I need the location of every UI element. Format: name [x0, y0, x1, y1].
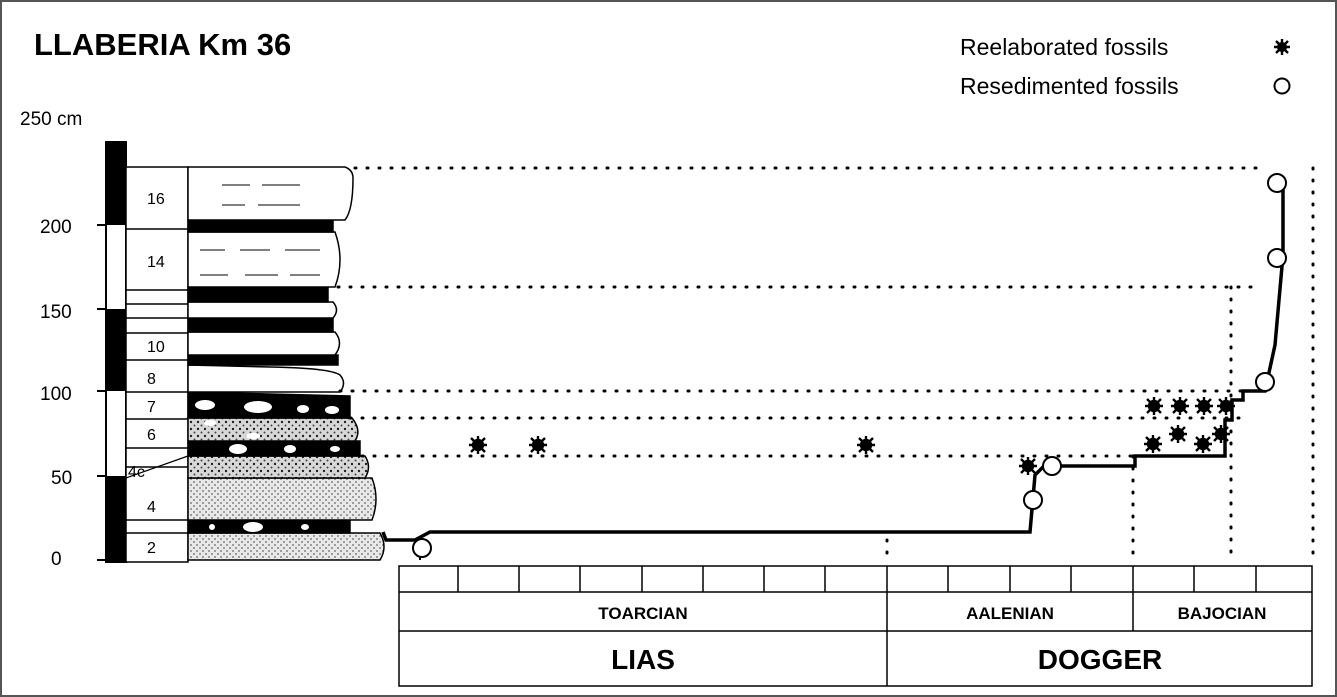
bed-label-2: 2 — [147, 540, 156, 557]
bed-label-7: 7 — [147, 399, 156, 416]
depth-axis: 250 cm 200 150 100 50 0 — [20, 109, 106, 570]
bed-label-4c: 4c — [128, 464, 145, 481]
axis-tick-0: 0 — [51, 549, 62, 570]
chrono-table — [398, 565, 1313, 687]
bed-number-column: 16 14 10 8 7 6 4c 4 2 — [125, 166, 189, 563]
epoch-lias: LIAS — [611, 644, 675, 675]
epoch-dogger: DOGGER — [1038, 644, 1162, 675]
reelaborated-markers — [469, 397, 1235, 475]
axis-tick-100: 100 — [40, 384, 72, 405]
axis-tick-50: 50 — [51, 468, 72, 489]
correlation-lines — [336, 166, 1315, 562]
axis-tick-150: 150 — [40, 302, 72, 323]
bed-label-16: 16 — [147, 191, 165, 208]
stage-toarcian: TOARCIAN — [598, 604, 687, 623]
diagram-title: LLABERIA Km 36 — [34, 27, 291, 62]
bed-label-8: 8 — [147, 371, 156, 388]
lithology-column — [187, 166, 385, 561]
axis-tick-200: 200 — [40, 217, 72, 238]
axis-unit-label: 250 cm — [20, 109, 82, 130]
resedimented-symbol-icon — [1273, 77, 1291, 95]
stage-aalenian: AALENIAN — [966, 604, 1054, 623]
bed-label-10: 10 — [147, 339, 165, 356]
bed-label-6: 6 — [147, 427, 156, 444]
legend: Reelaborated fossils Resedimented fossil… — [960, 34, 1291, 99]
scale-bar — [105, 141, 127, 563]
bed-label-4: 4 — [147, 499, 156, 516]
bed-label-14: 14 — [147, 254, 165, 271]
legend-label-resedimented: Resedimented fossils — [960, 73, 1179, 99]
reelaborated-symbol-icon — [1274, 39, 1290, 55]
legend-label-reelaborated: Reelaborated fossils — [960, 34, 1168, 60]
resedimented-markers — [412, 173, 1287, 558]
stage-bajocian: BAJOCIAN — [1178, 604, 1267, 623]
